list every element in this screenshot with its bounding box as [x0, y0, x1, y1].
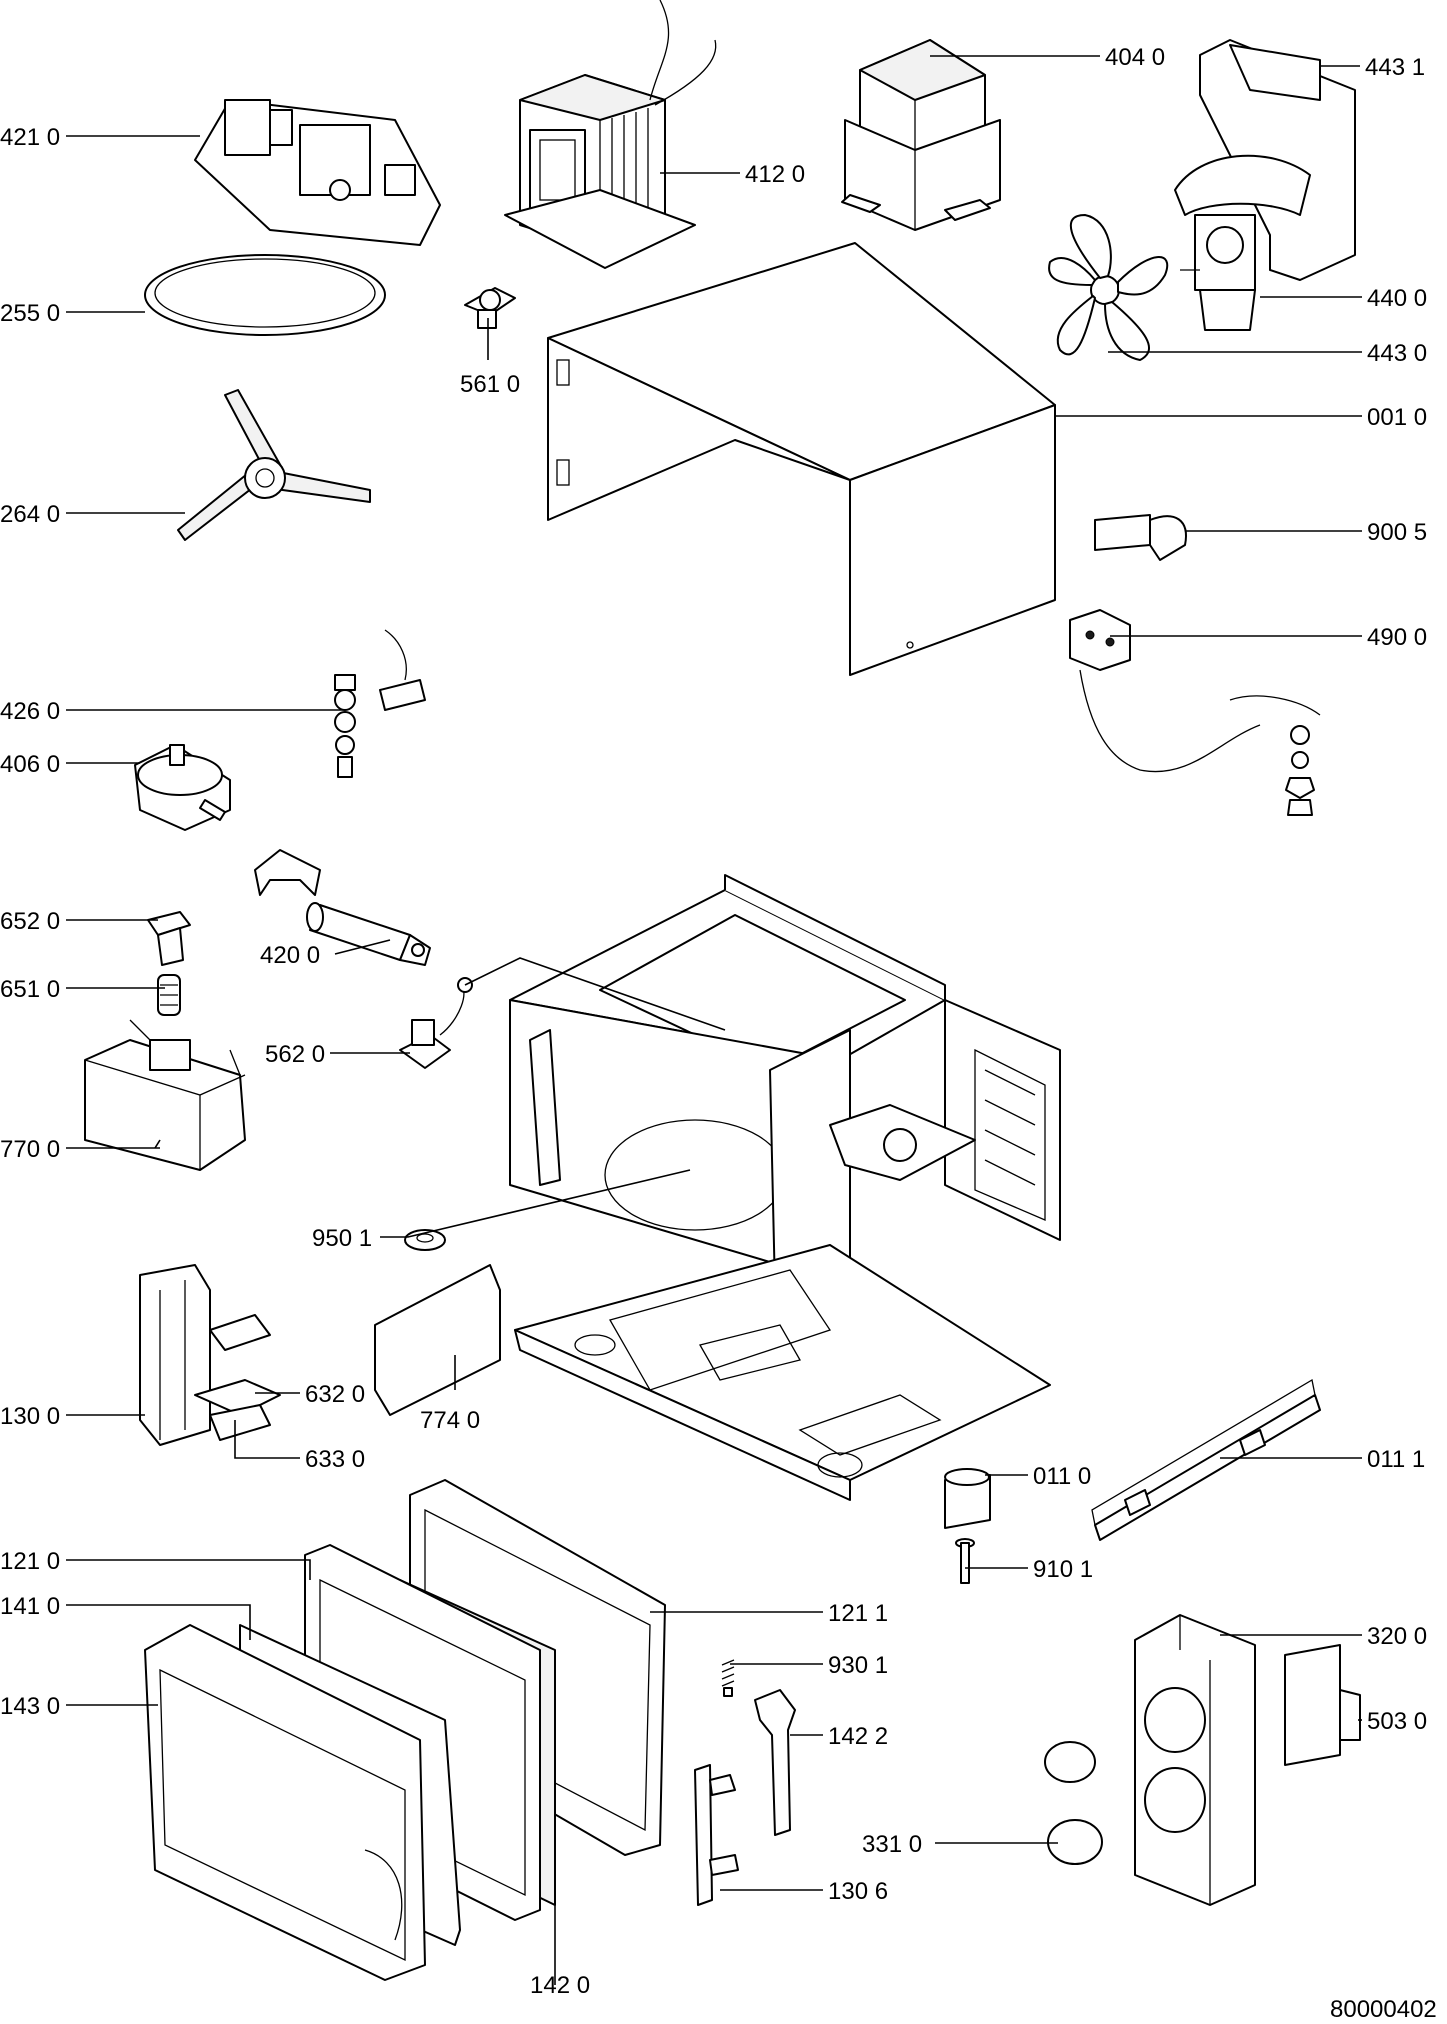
label-440: 440 0 [1367, 285, 1427, 312]
outer-casing-drawing [547, 242, 1056, 676]
door-assembly-drawing [144, 1479, 666, 1981]
label-142: 142 0 [530, 1972, 590, 1999]
screw-drawing [955, 1538, 975, 1584]
oven-cavity-drawing [509, 874, 1061, 1291]
label-141: 141 0 [0, 1593, 60, 1620]
label-774: 774 0 [420, 1407, 480, 1434]
label-406: 406 0 [0, 751, 60, 778]
lamp-drawing [157, 974, 181, 1016]
label-561: 561 0 [460, 371, 520, 398]
fan-duct-drawing [1174, 39, 1356, 281]
label-443: 443 0 [1367, 340, 1427, 367]
power-cord-drawing [1069, 609, 1321, 816]
label-255: 255 0 [0, 300, 60, 327]
label-420: 420 0 [260, 942, 320, 969]
label-130: 130 0 [0, 1403, 60, 1430]
label-320: 320 0 [1367, 1623, 1427, 1650]
base-plate-drawing [514, 1244, 1051, 1501]
label-910-1: 910 1 [1033, 1556, 1093, 1583]
label-011-1: 011 1 [1367, 1446, 1425, 1473]
label-632: 632 0 [305, 1381, 365, 1408]
label-503: 503 0 [1367, 1708, 1427, 1735]
label-562: 562 0 [265, 1041, 325, 1068]
drawing-number: 80000402 [1330, 1996, 1437, 2023]
ground-wire-drawing [334, 629, 426, 778]
label-443-1: 443 1 [1365, 54, 1425, 81]
timer-drawing [1284, 1644, 1361, 1766]
spring-drawing [721, 1659, 735, 1697]
foot-drawing [944, 1468, 991, 1529]
label-930-1: 930 1 [828, 1652, 888, 1679]
label-121-1: 121 1 [828, 1600, 888, 1627]
label-142-2: 142 2 [828, 1723, 888, 1750]
label-900-5: 900 5 [1367, 519, 1427, 546]
fan-motor-drawing [1180, 214, 1256, 331]
turntable-support-drawing [177, 389, 371, 541]
capacitor-clip-drawing [254, 849, 321, 896]
label-143: 143 0 [0, 1693, 60, 1720]
air-guide-drawing [84, 1019, 246, 1171]
control-panel-drawing [1134, 1614, 1256, 1906]
label-011: 011 0 [1033, 1463, 1091, 1490]
switch-holder-drawing [139, 1264, 281, 1446]
label-264: 264 0 [0, 501, 60, 528]
label-331: 331 0 [862, 1831, 922, 1858]
latch-lever-drawing [694, 1764, 739, 1906]
part-labels: 421 0 255 0 264 0 412 0 561 0 404 0 443 … [0, 44, 1437, 2023]
leader-lines [66, 55, 1362, 1985]
label-652: 652 0 [0, 908, 60, 935]
capacitor-drawing [306, 902, 431, 966]
label-001: 001 0 [1367, 404, 1427, 431]
waveguide-cover-drawing [374, 1264, 501, 1416]
magnetron-drawing [841, 39, 1001, 231]
label-633: 633 0 [305, 1446, 365, 1473]
label-130-6: 130 6 [828, 1878, 888, 1905]
rail-drawing [1091, 1378, 1321, 1541]
label-121: 121 0 [0, 1548, 60, 1575]
label-770: 770 0 [0, 1136, 60, 1163]
transformer-drawing [504, 0, 717, 269]
turntable-motor-drawing [134, 744, 231, 831]
bracket-drawing [1094, 514, 1187, 561]
pcb-drawing [194, 99, 441, 246]
label-412: 412 0 [745, 161, 805, 188]
label-421: 421 0 [0, 124, 60, 151]
knobs-drawing [1044, 1741, 1103, 1865]
label-490: 490 0 [1367, 624, 1427, 651]
door-hook-drawing [754, 1689, 796, 1836]
fan-blade-drawing [1048, 214, 1169, 361]
lamp-holder-drawing [147, 911, 191, 966]
label-404: 404 0 [1105, 44, 1165, 71]
label-426: 426 0 [0, 698, 60, 725]
label-651: 651 0 [0, 976, 60, 1003]
label-950-1: 950 1 [312, 1225, 372, 1252]
roller-ring-drawing [144, 254, 386, 336]
thermal-cutout-drawing [399, 977, 473, 1069]
thermal-cutout-top-drawing [464, 287, 516, 329]
